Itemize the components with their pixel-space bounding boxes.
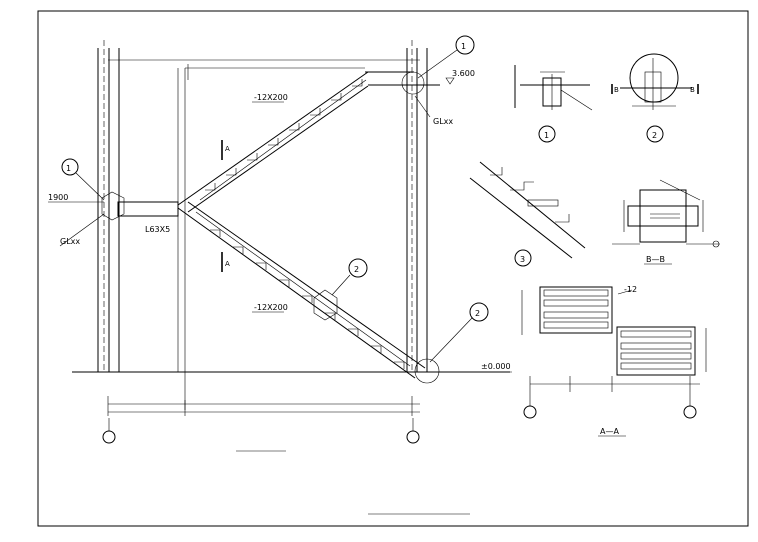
detail-3: 3 <box>469 161 586 267</box>
callout-2-main <box>348 258 368 278</box>
section-aa-title: A—A <box>600 427 619 436</box>
detail-2-label: 2 <box>652 131 657 140</box>
beam-label-right: GLxx <box>433 117 453 126</box>
angle-steel-label: L63X5 <box>145 225 170 234</box>
elevation-zero-label: ±0.000 <box>481 362 511 371</box>
callout-2-main-text: 2 <box>354 265 359 274</box>
callout-1-right-text: 1 <box>461 42 466 51</box>
section-bb: B—B <box>612 179 720 265</box>
callout-1-left <box>61 158 79 176</box>
detail-2-b-right: B <box>690 86 695 94</box>
axis-bubble-left <box>102 430 116 444</box>
callout-1-left-text: 1 <box>66 164 71 173</box>
main-elevation: 1 1 2 2 1900 GLxx GLxx 3.600 ±0.000 L63X… <box>48 35 512 452</box>
section-mark-a-lower: A <box>225 260 230 268</box>
plate-lower-label: -12X200 <box>254 303 288 312</box>
sheet-border <box>37 10 749 527</box>
section-aa-plate-label: -12 <box>624 285 637 294</box>
detail-1: 1 <box>514 65 593 143</box>
callout-2-right-text: 2 <box>475 309 480 318</box>
plate-upper-label: -12X200 <box>254 93 288 102</box>
callout-2-right <box>469 302 489 322</box>
section-aa: -12 A—A <box>521 285 707 437</box>
detail-2: B B 2 <box>611 53 699 143</box>
section-mark-a-upper: A <box>225 145 230 153</box>
beam-label-left: GLxx <box>60 237 80 246</box>
dim-1900-label: 1900 <box>48 193 68 202</box>
callout-1-right <box>455 35 475 55</box>
axis-bubble-right <box>406 430 420 444</box>
elevation-top-label: 3.600 <box>452 69 475 78</box>
detail-3-label: 3 <box>520 255 525 264</box>
section-bb-title: B—B <box>646 255 665 264</box>
detail-1-label: 1 <box>544 131 549 140</box>
detail-2-b-left: B <box>614 86 619 94</box>
